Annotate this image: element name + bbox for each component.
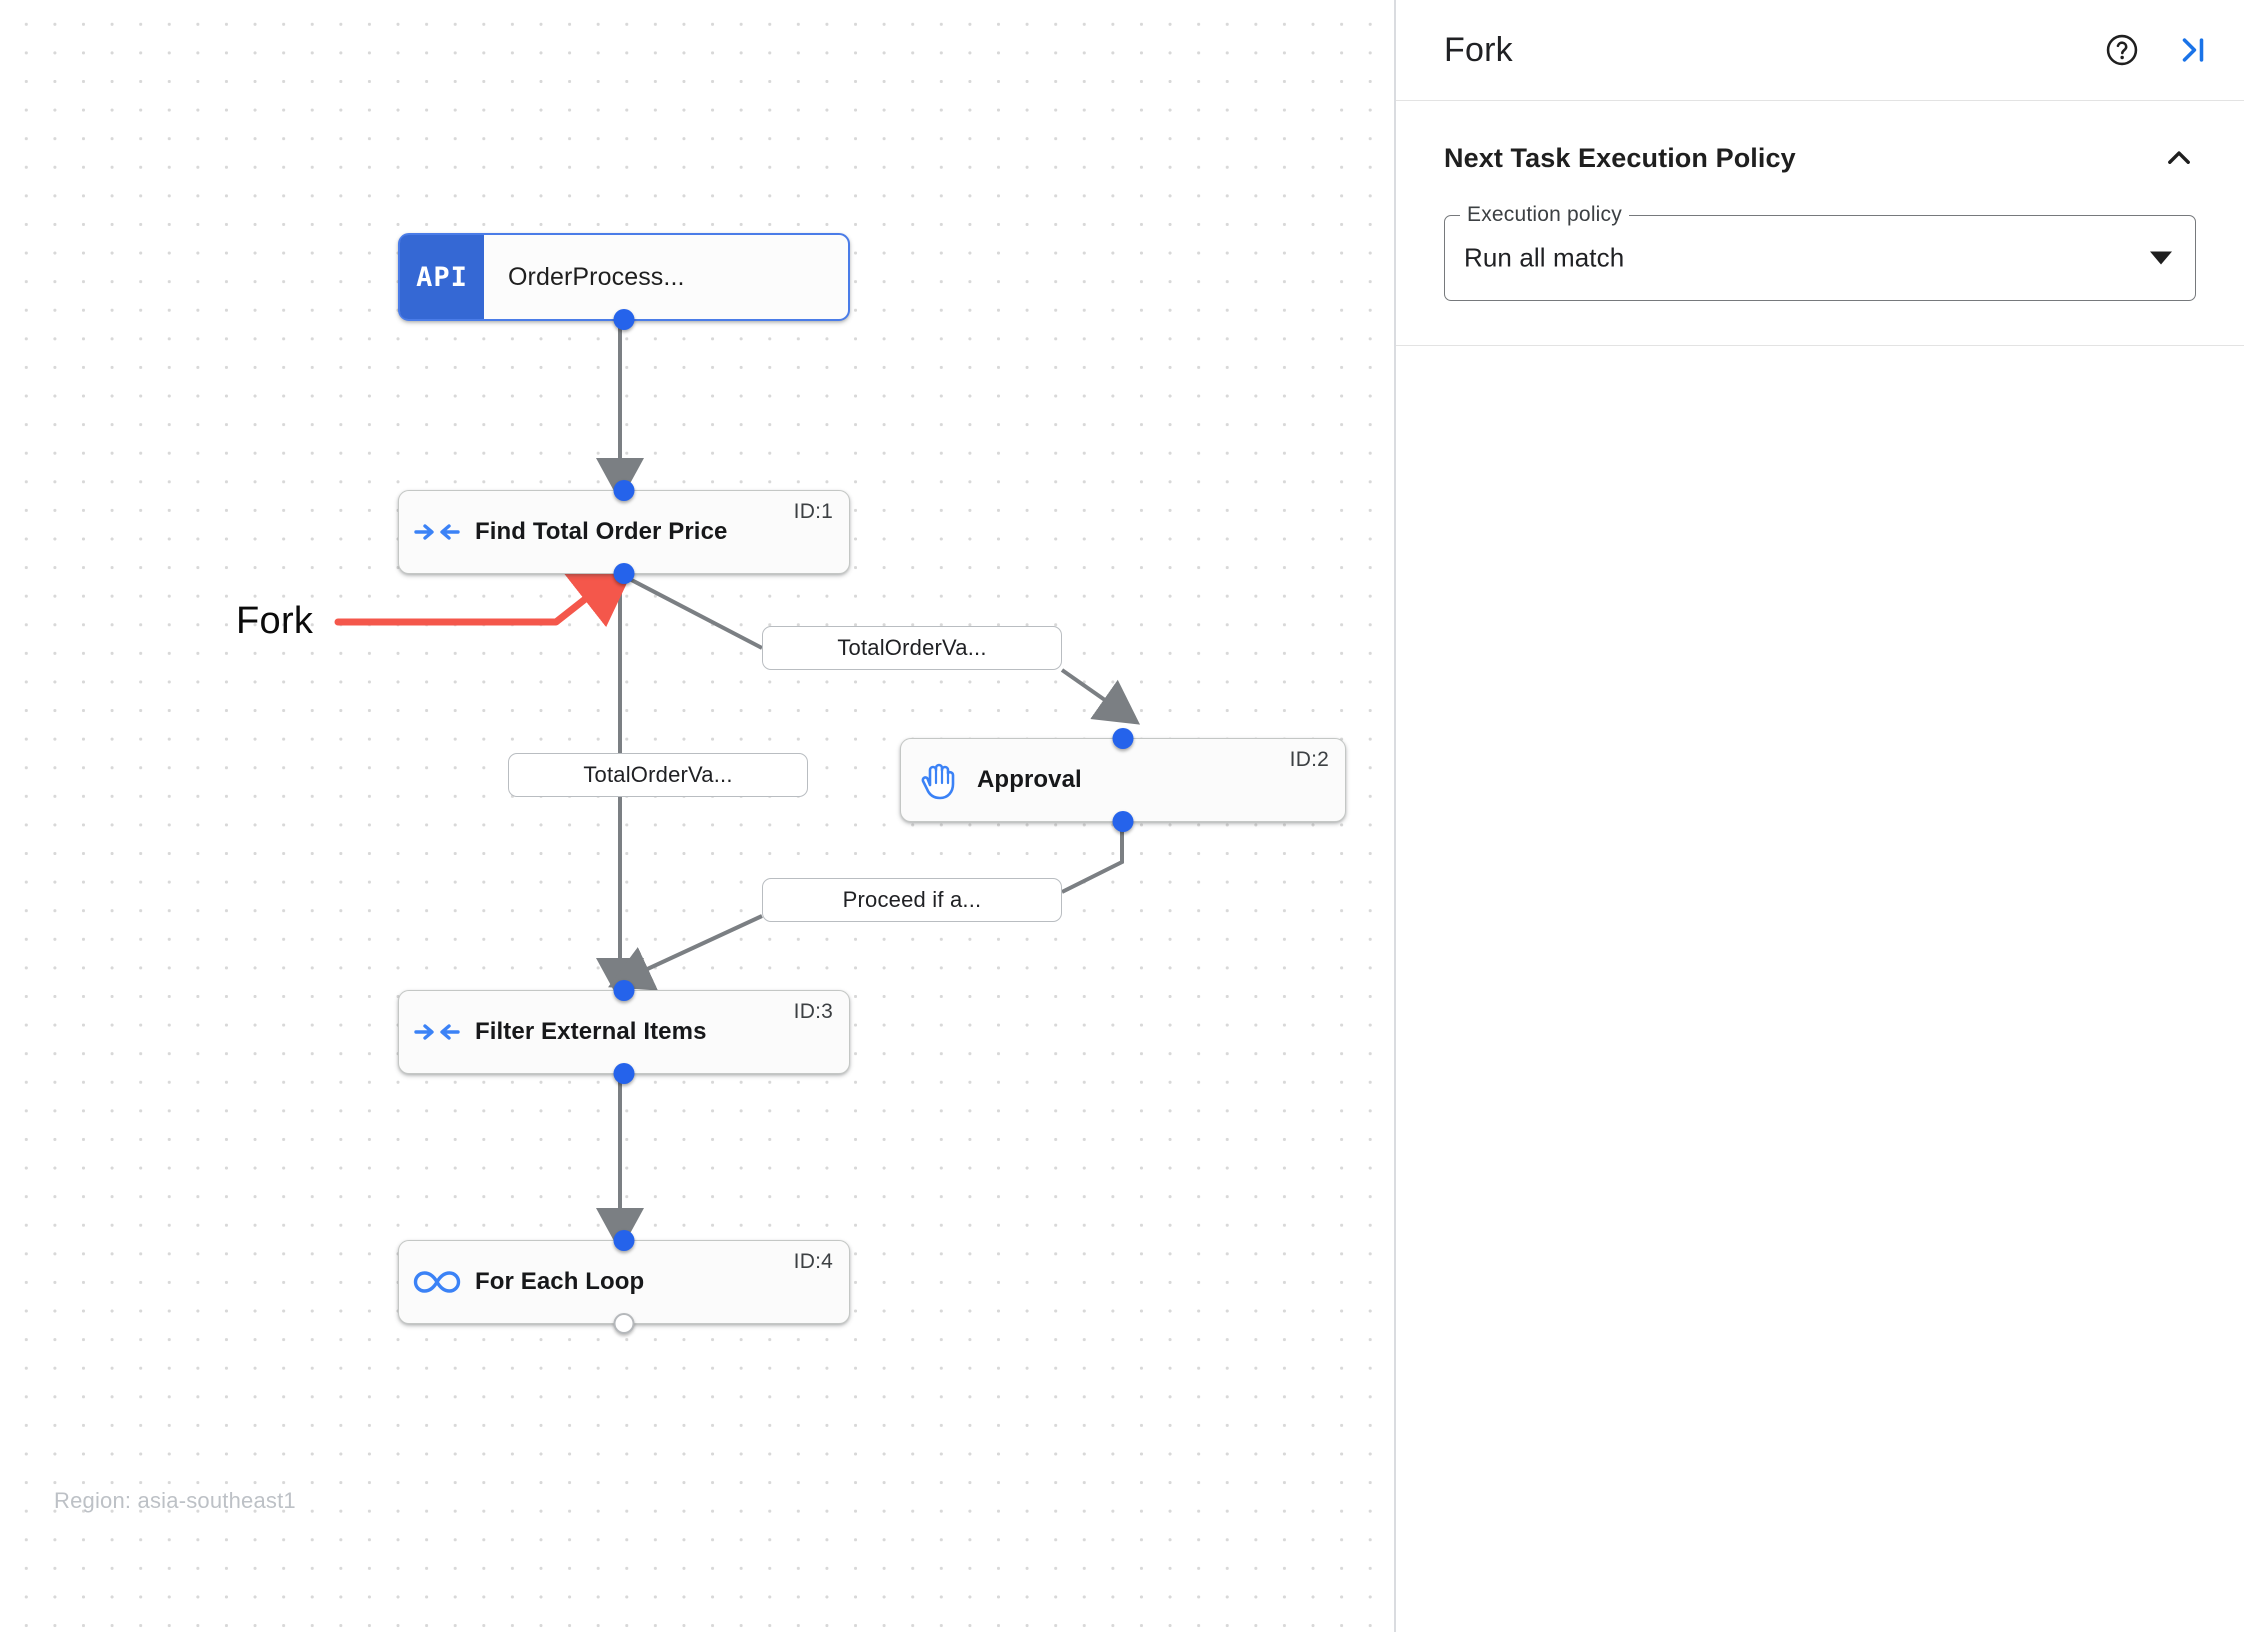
help-circle-icon[interactable] [2104,32,2140,68]
section-header[interactable]: Next Task Execution Policy [1444,141,2196,175]
fork-annotation-label: Fork [236,600,314,642]
edge-label-proceed-if[interactable]: Proceed if a... [762,878,1062,922]
port-in-task1[interactable] [613,480,635,501]
execution-policy-select[interactable]: Execution policy Run all match [1444,203,2196,301]
node-id-label: ID:2 [1289,748,1329,771]
panel-header-actions [2104,32,2210,68]
port-out-approval[interactable] [1112,811,1134,832]
port-in-task4[interactable] [613,1230,635,1251]
region-text: Region: asia-southeast1 [54,1488,296,1513]
node-title: Find Total Order Price [475,518,728,545]
section-title: Next Task Execution Policy [1444,142,1796,173]
port-in-approval[interactable] [1112,728,1134,749]
arrows-converge-icon [399,1017,475,1047]
port-out-trigger[interactable] [613,309,635,330]
execution-policy-label: Execution policy [1460,203,1629,227]
properties-panel: Fork Next Task [1396,0,2244,1632]
node-for-each-loop[interactable]: For Each Loop ID:4 [398,1230,850,1334]
edge-label-total-order-left[interactable]: TotalOrderVa... [508,753,808,797]
node-trigger-orderprocess[interactable]: API OrderProcess... [398,233,850,330]
execution-policy-value: Run all match [1464,242,1625,273]
node-title: Filter External Items [475,1018,707,1045]
flow-canvas[interactable]: Fork API OrderProcess... Find Total Orde… [0,0,1396,1632]
node-title: For Each Loop [475,1268,645,1295]
node-title: Approval [977,766,1082,793]
node-id-label: ID:3 [793,1000,833,1023]
node-filter-external-items[interactable]: Filter External Items ID:3 [398,980,850,1084]
port-out-task3[interactable] [613,1063,635,1084]
port-in-task3[interactable] [613,980,635,1001]
chevron-down-icon[interactable] [2150,251,2172,265]
collapse-right-icon[interactable] [2176,33,2210,67]
port-out-task1-fork[interactable] [613,563,635,584]
panel-title: Fork [1444,30,1513,69]
port-out-task4[interactable] [613,1313,635,1334]
panel-header: Fork [1396,0,2244,101]
node-find-total-order-price[interactable]: Find Total Order Price ID:1 [398,480,850,584]
edge-label-total-order-right[interactable]: TotalOrderVa... [762,626,1062,670]
chevron-up-icon[interactable] [2162,141,2196,175]
raised-hand-icon [901,759,977,801]
node-id-label: ID:1 [793,500,833,523]
trigger-title: OrderProcess... [508,262,685,291]
next-task-execution-policy-section: Next Task Execution Policy Execution pol… [1396,101,2244,346]
infinity-icon [399,1268,475,1296]
api-badge: API [400,235,484,319]
node-id-label: ID:4 [793,1250,833,1273]
node-approval[interactable]: Approval ID:2 [900,728,1346,832]
arrows-converge-icon [399,517,475,547]
